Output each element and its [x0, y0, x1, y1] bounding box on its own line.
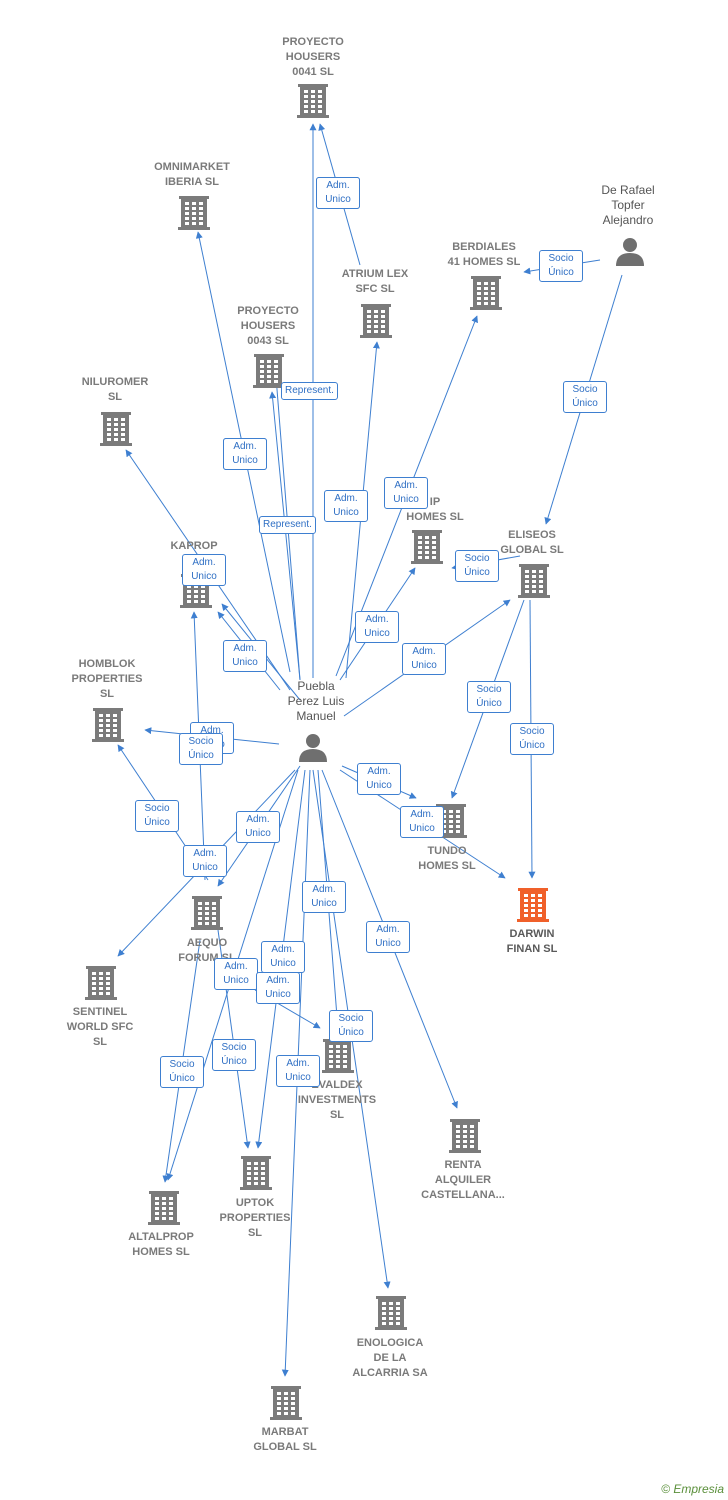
- relation-badge[interactable]: Socio Único: [329, 1010, 373, 1042]
- relation-badge[interactable]: Adm. Unico: [400, 806, 444, 838]
- relation-badge[interactable]: Represent.: [281, 382, 338, 400]
- relation-badge[interactable]: Adm. Unico: [357, 763, 401, 795]
- relation-badge[interactable]: Socio Único: [455, 550, 499, 582]
- relation-badge[interactable]: Adm. Unico: [366, 921, 410, 953]
- relation-badge[interactable]: Adm. Unico: [402, 643, 446, 675]
- building-icon-proyecto_0041[interactable]: [297, 84, 329, 118]
- node-label-omnimarket[interactable]: OMNIMARKET IBERIA SL: [154, 161, 230, 188]
- person-icon-rafael[interactable]: [616, 238, 644, 266]
- node-label-marbat[interactable]: MARBAT GLOBAL SL: [253, 1426, 317, 1453]
- node-label-ip_homes[interactable]: IP HOMES SL: [406, 496, 464, 523]
- node-label-eliseos[interactable]: ELISEOS GLOBAL SL: [500, 529, 564, 556]
- building-icon-ip_homes[interactable]: [411, 530, 443, 564]
- relation-badge[interactable]: Socio Único: [539, 250, 583, 282]
- relation-badge[interactable]: Adm. Unico: [324, 490, 368, 522]
- building-icon-aequo[interactable]: [191, 896, 223, 930]
- node-label-niluromer[interactable]: NILUROMER SL: [81, 376, 149, 403]
- building-icon-darwin[interactable]: [517, 888, 549, 922]
- node-label-uptok[interactable]: UPTOK PROPERTIES SL: [219, 1197, 291, 1239]
- relation-badge[interactable]: Socio Único: [135, 800, 179, 832]
- node-label-proyecto_0041[interactable]: PROYECTO HOUSERS 0041 SL: [282, 36, 344, 78]
- building-icon-renta[interactable]: [449, 1119, 481, 1153]
- relation-badge[interactable]: Adm. Unico: [316, 177, 360, 209]
- node-label-darwin[interactable]: DARWIN FINAN SL: [506, 928, 558, 955]
- relation-badge[interactable]: Adm. Unico: [214, 958, 258, 990]
- relation-badge[interactable]: Socio Único: [160, 1056, 204, 1088]
- building-icon-proyecto_0043[interactable]: [253, 354, 285, 388]
- relation-badge[interactable]: Socio Único: [212, 1039, 256, 1071]
- building-icon-niluromer[interactable]: [100, 412, 132, 446]
- relation-badge[interactable]: Adm. Unico: [223, 640, 267, 672]
- node-label-proyecto_0043[interactable]: PROYECTO HOUSERS 0043 SL: [237, 305, 299, 347]
- relation-badge[interactable]: Adm. Unico: [256, 972, 300, 1004]
- brand-name[interactable]: Empresia: [673, 1482, 724, 1496]
- edge-puebla-to-proyecto_0043: [269, 391, 301, 681]
- relation-badge[interactable]: Adm. Unico: [236, 811, 280, 843]
- node-label-enologica[interactable]: ENOLOGICA DE LA ALCARRIA SA: [352, 1337, 428, 1379]
- node-label-berdiales[interactable]: BERDIALES 41 HOMES SL: [447, 241, 521, 268]
- relation-badge[interactable]: Socio Único: [467, 681, 511, 713]
- node-label-renta[interactable]: RENTA ALQUILER CASTELLANA...: [421, 1159, 505, 1201]
- person-icon-puebla[interactable]: [299, 734, 327, 762]
- node-label-atrium[interactable]: ATRIUM LEX SFC SL: [341, 268, 409, 295]
- relation-badge[interactable]: Socio Único: [563, 381, 607, 413]
- node-label-altalprop[interactable]: ALTALPROP HOMES SL: [128, 1231, 194, 1258]
- relation-badge[interactable]: Adm. Unico: [183, 845, 227, 877]
- building-icon-altalprop[interactable]: [148, 1191, 180, 1225]
- node-label-rafael[interactable]: De Rafael Topfer Alejandro: [601, 183, 655, 227]
- relation-badge[interactable]: Socio Único: [179, 733, 223, 765]
- building-icon-enologica[interactable]: [375, 1296, 407, 1330]
- building-icon-homblok[interactable]: [92, 708, 124, 742]
- building-icon-uptok[interactable]: [240, 1156, 272, 1190]
- relation-badge[interactable]: Represent.: [259, 516, 316, 534]
- relation-badge[interactable]: Adm. Unico: [182, 554, 226, 586]
- relation-badge[interactable]: Adm. Unico: [223, 438, 267, 470]
- node-label-homblok[interactable]: HOMBLOK PROPERTIES SL: [71, 658, 143, 700]
- relation-badge[interactable]: Adm. Unico: [355, 611, 399, 643]
- building-icon-sentinel[interactable]: [85, 966, 117, 1000]
- node-label-tundo[interactable]: TUNDO HOMES SL: [418, 845, 476, 872]
- node-label-sentinel[interactable]: SENTINEL WORLD SFC SL: [66, 1006, 134, 1048]
- building-icon-berdiales[interactable]: [470, 276, 502, 310]
- footer-brand: © Empresia: [661, 1482, 724, 1496]
- relation-badge[interactable]: Adm. Unico: [276, 1055, 320, 1087]
- relation-badge[interactable]: Adm. Unico: [261, 941, 305, 973]
- node-label-puebla[interactable]: Puebla Perez Luis Manuel: [287, 679, 345, 723]
- building-icon-atrium[interactable]: [360, 304, 392, 338]
- building-icon-marbat[interactable]: [270, 1386, 302, 1420]
- building-icon-eliseos[interactable]: [518, 564, 550, 598]
- node-label-evaldex[interactable]: EVALDEX INVESTMENTS SL: [297, 1079, 377, 1121]
- relation-badge[interactable]: Socio Único: [510, 723, 554, 755]
- relation-badge[interactable]: Adm. Unico: [384, 477, 428, 509]
- building-icon-omnimarket[interactable]: [178, 196, 210, 230]
- relation-badge[interactable]: Adm. Unico: [302, 881, 346, 913]
- building-icon-evaldex[interactable]: [322, 1039, 354, 1073]
- copyright-symbol: ©: [661, 1482, 670, 1496]
